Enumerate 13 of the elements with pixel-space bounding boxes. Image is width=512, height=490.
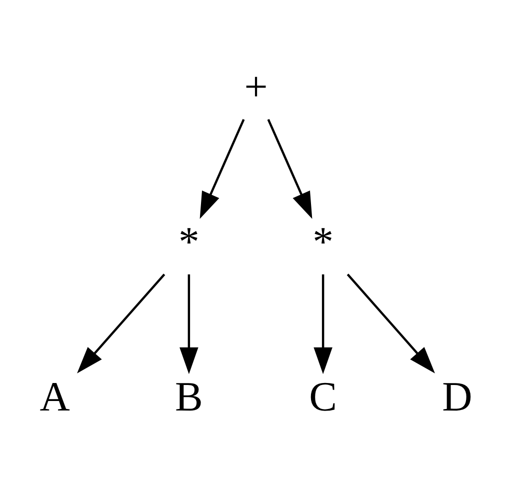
arrow [314,274,332,374]
arrow [200,118,245,219]
node-text: C [309,374,337,420]
node-text: * [312,219,334,266]
arrow [267,118,312,219]
node-text: A [40,374,70,420]
node-text: * [178,219,200,266]
arrow [77,274,166,374]
arrow [180,274,198,374]
node-text: + [244,64,268,110]
node-text: B [175,374,203,420]
arrow [346,274,435,374]
node-text: D [442,374,472,420]
